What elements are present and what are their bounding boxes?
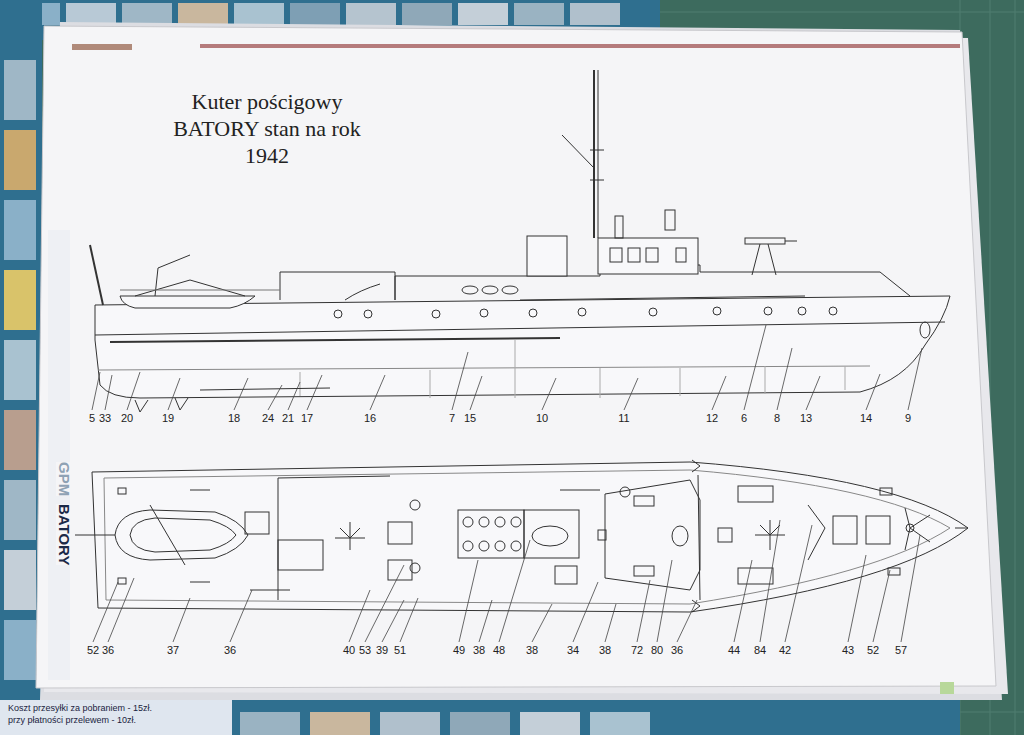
- callout-number: 6: [740, 412, 748, 424]
- sheet-side-title: BATORY: [56, 504, 72, 565]
- callout-number: 43: [841, 644, 855, 656]
- callout-number: 24: [261, 412, 275, 424]
- plan-title: Kuter pościgowy BATORY stan na rok 1942: [157, 88, 377, 169]
- callout-number: 36: [670, 644, 684, 656]
- callout-number: 7: [448, 412, 456, 424]
- callout-number: 8: [773, 412, 781, 424]
- callout-number: 53: [358, 644, 372, 656]
- callout-number: 16: [363, 412, 377, 424]
- callout-number: 48: [492, 644, 506, 656]
- callout-number: 13: [799, 412, 813, 424]
- callout-number: 36: [101, 644, 115, 656]
- advert-text: Koszt przesyłki za pobraniem - 15zł.: [6, 703, 154, 713]
- callout-number: 40: [342, 644, 356, 656]
- callout-number: 10: [535, 412, 549, 424]
- callout-number: 15: [463, 412, 477, 424]
- callout-number: 34: [566, 644, 580, 656]
- callout-number: 19: [161, 412, 175, 424]
- callout-number: 57: [894, 644, 908, 656]
- callout-number: 37: [166, 644, 180, 656]
- callout-number: 21: [281, 412, 295, 424]
- callout-number: 20: [120, 412, 134, 424]
- callout-number: 84: [753, 644, 767, 656]
- callout-number: 9: [904, 412, 912, 424]
- callout-number: 51: [393, 644, 407, 656]
- callout-number: 17: [300, 412, 314, 424]
- callout-number: 38: [525, 644, 539, 656]
- callout-number: 80: [650, 644, 664, 656]
- callout-number: 38: [472, 644, 486, 656]
- callout-number: 39: [375, 644, 389, 656]
- callout-number: 52: [866, 644, 880, 656]
- callout-number: 38: [598, 644, 612, 656]
- callout-number: 5: [88, 412, 96, 424]
- callout-number: 42: [778, 644, 792, 656]
- callout-number: 49: [452, 644, 466, 656]
- callout-number: 14: [859, 412, 873, 424]
- callout-number: 12: [705, 412, 719, 424]
- callout-number: 72: [630, 644, 644, 656]
- callout-number: 36: [223, 644, 237, 656]
- sheet-side-title: GPM: [56, 462, 72, 496]
- callout-number: 18: [227, 412, 241, 424]
- callout-number: 52: [86, 644, 100, 656]
- callout-number: 33: [98, 412, 112, 424]
- advert-text: przy płatności przelewem - 10zł.: [6, 715, 138, 725]
- callout-number: 44: [727, 644, 741, 656]
- callout-number: 11: [617, 412, 630, 424]
